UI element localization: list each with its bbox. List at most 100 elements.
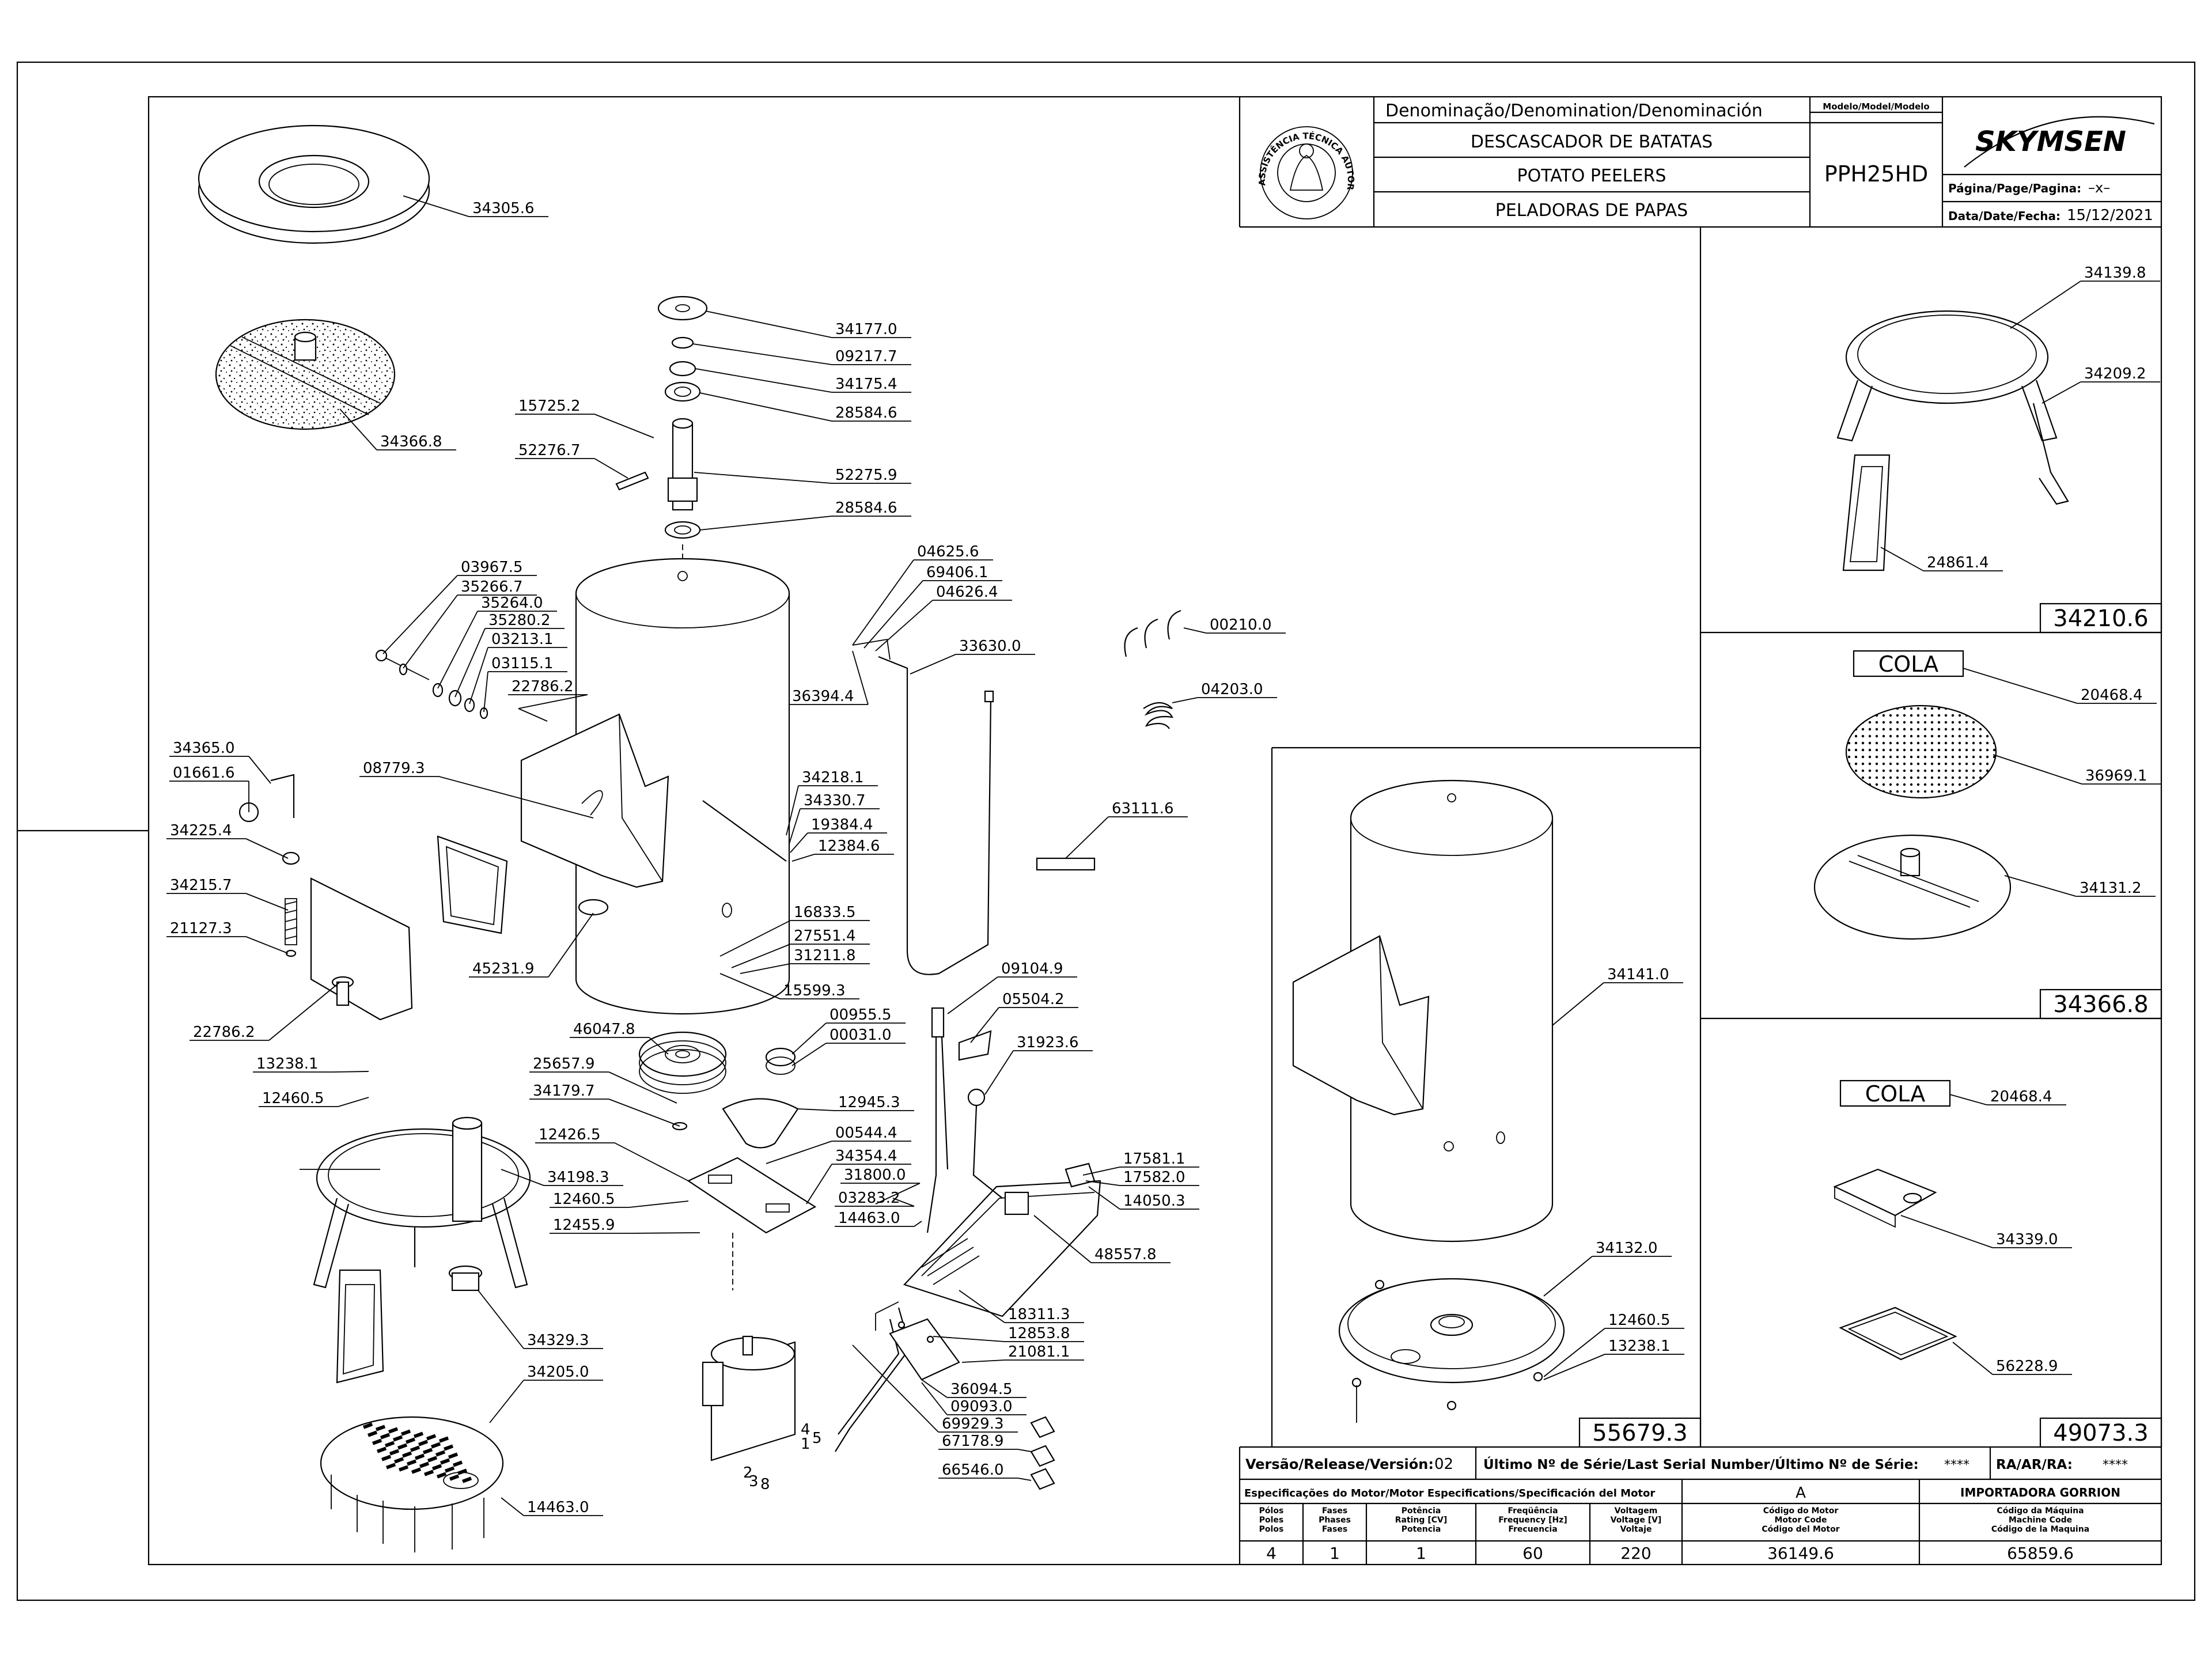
part-label-16833-5: 16833.5 (794, 904, 856, 921)
wire-number: 5 (812, 1430, 822, 1447)
part-label-34366-8: 34366.8 (380, 433, 442, 450)
lever-handle (238, 774, 413, 1021)
motor-column-label: Motor Code (1774, 1516, 1827, 1525)
motor-column-label: Código do Motor (1763, 1506, 1839, 1516)
plain-disc (1813, 834, 2012, 940)
clips-springs (1124, 609, 1181, 729)
skymsen-logo: SKYMSEN (1964, 116, 2155, 168)
motor-column-label: Voltagem (1615, 1506, 1658, 1516)
motor-column-label: Pólos (1259, 1506, 1284, 1516)
name-en: POTATO PEELERS (1517, 166, 1666, 186)
part-label-28584-6b: 28584.6 (835, 499, 897, 517)
part-label-31923-6: 31923.6 (1017, 1034, 1079, 1051)
part-label-34175-4: 34175.4 (835, 376, 897, 393)
motor-column-label: Frequency [Hz] (1498, 1516, 1567, 1525)
part-label-34209-2: 34209.2 (2084, 365, 2146, 382)
svg-text:SKYMSEN: SKYMSEN (1975, 126, 2126, 158)
part-label-66546-0: 66546.0 (942, 1461, 1004, 1479)
part-label-34132-0: 34132.0 (1596, 1240, 1658, 1257)
part-label-00031-0: 00031.0 (830, 1027, 892, 1044)
part-label-09217-7: 09217.7 (835, 348, 897, 365)
voltage-value: 220 (1620, 1544, 1651, 1563)
belt-part (722, 1098, 799, 1149)
ring-upper-right (1836, 310, 2069, 571)
motor-code-value: 36149.6 (1767, 1544, 1834, 1563)
part-label-12945-3: 12945.3 (838, 1094, 900, 1111)
part-label-03283-2: 03283.2 (838, 1190, 900, 1207)
main-bowl-cylinder (437, 558, 790, 1015)
seal-text: ASSISTÊNCIA TÉCNICA AUTORIZADA (0, 0, 1356, 191)
part-label-36394-4: 36394.4 (792, 688, 854, 705)
date-label: Data/Date/Fecha: (1948, 209, 2061, 223)
part-label-09104-9: 09104.9 (1001, 960, 1063, 978)
bowl-assembly-right (1292, 779, 1565, 1423)
part-label-03213-1: 03213.1 (491, 631, 554, 648)
part-label-34305-6: 34305.6 (472, 200, 535, 217)
part-label-28584-6a: 28584.6 (835, 404, 897, 422)
ra-label: RA/AR/RA: (1996, 1457, 2073, 1472)
part-label-34330-7: 34330.7 (804, 792, 866, 809)
base-ring-left (300, 1116, 531, 1384)
part-label-34198-3: 34198.3 (547, 1169, 609, 1186)
cola-label-1: COLA (1878, 652, 1938, 677)
phases-value: 1 (1330, 1544, 1340, 1563)
part-label-17582-0: 17582.0 (1123, 1169, 1185, 1186)
motor-column-label: Código de la Maquina (1991, 1525, 2089, 1534)
part-label-24861-4: 24861.4 (1927, 554, 1989, 571)
part-label-15725-2: 15725.2 (518, 397, 581, 415)
wire-number: 8 (760, 1476, 770, 1493)
part-label-14463-0a: 14463.0 (838, 1210, 900, 1227)
assembly-code-34210-6: 34210.6 (2053, 605, 2148, 632)
part-label-05504-2: 05504.2 (1002, 991, 1065, 1008)
motor-bracket (687, 1157, 817, 1290)
part-label-09093-0: 09093.0 (950, 1398, 1013, 1415)
motor-spec-table: Versão/Release/Versión: 02 Último Nº de … (1238, 1446, 2161, 1565)
motor-part (702, 1335, 796, 1461)
part-label-67178-9: 67178.9 (942, 1433, 1004, 1450)
motor-column-label: Voltaje (1620, 1525, 1652, 1534)
part-label-31211-8: 31211.8 (794, 947, 856, 964)
motor-column-label: Frecuencia (1508, 1525, 1557, 1534)
frequency-value: 60 (1522, 1544, 1543, 1563)
assembly-code-49073-3: 49073.3 (2053, 1420, 2148, 1446)
motor-column-label: Poles (1259, 1516, 1284, 1525)
capacitor-plate (889, 1318, 1055, 1490)
motor-column-label: Phases (1319, 1516, 1351, 1525)
part-label-34215-7: 34215.7 (170, 877, 232, 894)
part-label-34339-0: 34339.0 (1996, 1231, 2058, 1248)
name-es: PELADORAS DE PAPAS (1495, 200, 1688, 221)
wire-number: 3 (749, 1473, 759, 1490)
abrasive-disc-part (215, 319, 396, 430)
part-label-46047-8: 46047.8 (573, 1021, 635, 1038)
part-label-33630-0: 33630.0 (959, 638, 1021, 655)
part-label-34329-3: 34329.3 (527, 1332, 589, 1349)
part-shapes (198, 124, 2069, 1552)
machine-code-value: 65859.6 (2007, 1544, 2074, 1563)
part-label-69406-1: 69406.1 (926, 564, 988, 581)
part-label-25657-9: 25657.9 (533, 1055, 595, 1073)
inner-frame (147, 96, 2162, 1566)
part-label-34139-8: 34139.8 (2084, 264, 2146, 282)
motor-spec-header: Especificações do Motor/Motor Especifica… (1244, 1487, 1655, 1499)
part-label-35264-0: 35264.0 (481, 594, 543, 612)
part-label-48557-8: 48557.8 (1094, 1246, 1157, 1263)
pulley-part (638, 1031, 796, 1131)
part-label-13238-1a: 13238.1 (256, 1055, 319, 1073)
motor-column-label: Freqüência (1508, 1506, 1558, 1516)
motor-column-label: Código del Motor (1762, 1525, 1839, 1534)
right-panels: 34210.6 34366.8 49073.3 55679.3 COLA COL… (1271, 227, 2162, 1448)
timer-screw-assembly (375, 649, 548, 722)
mesh-disc (1845, 704, 1997, 799)
part-label-34179-7: 34179.7 (533, 1082, 595, 1100)
part-label-36094-5: 36094.5 (950, 1381, 1013, 1398)
serial-label: Último Nº de Série/Last Serial Number/Úl… (1483, 1456, 1919, 1472)
poles-value: 4 (1266, 1544, 1277, 1563)
part-label-34365-0: 34365.0 (173, 740, 235, 757)
date-value: 15/12/2021 (2067, 207, 2153, 224)
rating-value: 1 (1416, 1544, 1426, 1563)
version-value: 02 (1434, 1456, 1453, 1473)
part-label-34225-4: 34225.4 (170, 822, 232, 839)
part-label-00955-5: 00955.5 (830, 1006, 892, 1024)
part-label-03115-1: 03115.1 (491, 655, 554, 672)
